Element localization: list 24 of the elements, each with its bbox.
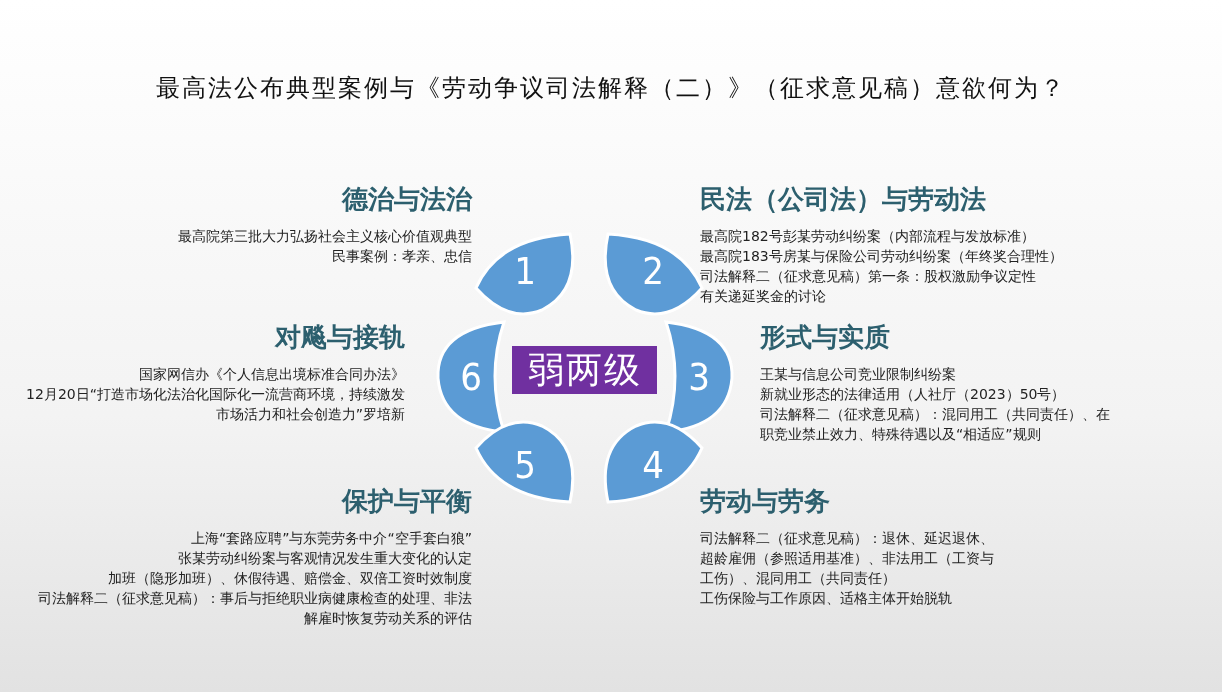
section-heading: 德治与法治 [340, 183, 472, 216]
page-title: 最高法公布典型案例与《劳动争议司法解释（二）》（征求意见稿）意欲何为？ [155, 73, 1067, 104]
case-note: 国家网信办《个人信息出境标准合同办法》 [138, 365, 405, 384]
case-note: 司法解释二（征求意见稿）：混同用工（共同责任）、在职竞业禁止效力、特殊待遇以及“相适应”规则 [760, 405, 1110, 444]
case-note: 最高院182号彭某劳动纠纷案（内部流程与发放标准） [700, 227, 1036, 246]
section-heading: 对飚与接轨 [273, 321, 405, 354]
case-note: 12月20日“打造市场化法治化国际化一流营商环境，持续激发市场活力和社会创造力”罗培新 [25, 385, 405, 424]
title-label: 弱两级 [512, 346, 657, 394]
case-note: 最高院183号房某与保险公司劳动纠纷案（年终奖合理性） [700, 247, 1064, 266]
case-note: 工伤保险与工作原因、适格主体开始脱轨 [700, 589, 953, 608]
case-note: 张某劳动纠纷案与客观情况发生重大变化的认定 [177, 549, 472, 568]
case-note: 司法解释二（征求意见稿）：事后与拒绝职业病健康检查的处理、非法解雇时恢复劳动关系的评估 [37, 589, 472, 628]
case-note: 上海“套路应聘”与东莞劳务中介“空手套白狼” [190, 529, 472, 548]
case-note: 司法解释二（征求意见稿）第一条：股权激励争议定性 [700, 267, 1037, 286]
case-note: 有关递延奖金的讨论 [700, 287, 827, 306]
case-note: 加班（隐形加班）、休假待遇、赔偿金、双倍工资时效制度 [107, 569, 472, 588]
section-heading: 形式与实质 [760, 321, 891, 354]
section-heading: 民法（公司法）与劳动法 [700, 183, 987, 216]
section-heading: 劳动与劳务 [700, 485, 831, 518]
section-heading: 保护与平衡 [340, 485, 472, 518]
case-note: 最高院第三批大力弘扬社会主义核心价值观典型民事案例：孝亲、忠信 [177, 227, 472, 266]
case-note: 王某与信息公司竞业限制纠纷案 [760, 365, 957, 384]
case-note: 司法解释二（征求意见稿）：退休、延迟退休、超龄雇佣（参照适用基准）、非法用工（工资与工伤）、混同用工（共同责任） [700, 529, 995, 588]
case-note: 新就业形态的法律适用（人社厅（2023）50号） [760, 385, 1067, 404]
